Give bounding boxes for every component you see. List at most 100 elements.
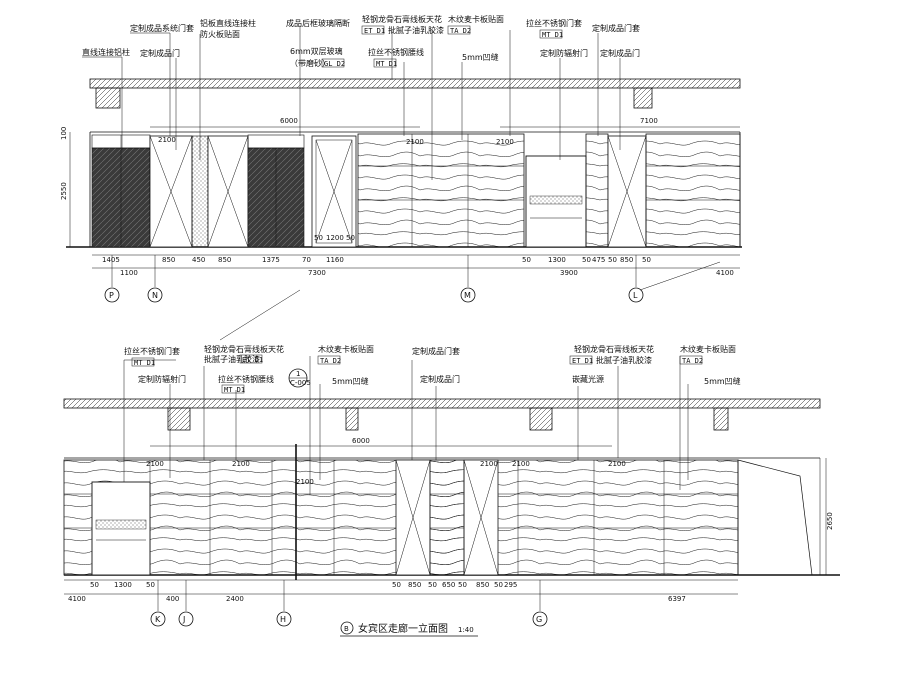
code-ta: TA D2 [450,27,471,35]
svg-text:1300: 1300 [548,256,566,264]
label-groove-b2: 5mm凹缝 [704,376,741,386]
label-shield-door: 定制防辐射门 [540,48,588,58]
svg-text:6397: 6397 [668,595,686,603]
label-waistline: 拉丝不锈钢腰线 [368,47,424,57]
label-latex-paint: 批腻子油乳胶漆 [388,25,444,35]
svg-text:3900: 3900 [560,269,578,277]
label-groove: 5mm凹缝 [462,52,499,62]
label-door: 定制成品门 [140,48,180,58]
svg-text:50: 50 [642,256,651,264]
code-mt: MT D1 [542,31,563,39]
section-sheet: C-005 [290,379,311,387]
svg-text:295: 295 [504,581,517,589]
svg-text:475: 475 [592,256,605,264]
label-latex-b: 批腻子油乳胶漆 [204,354,260,364]
dim-small: 2100 [232,460,250,468]
label-frosted: （带磨砂） [290,58,330,68]
dim-small: 2100 [608,460,626,468]
title-circle: B [344,625,349,633]
code-et-b2: ET D1 [572,357,593,365]
code-et-b: ET D1 [242,356,263,364]
panel-joints [149,460,665,575]
code-mt-2: MT D1 [376,60,397,68]
label-connector: 直线连接铝柱 [82,47,130,57]
wood-panel-wall [645,133,741,248]
label-shield-door-b: 定制防辐射门 [138,374,186,384]
axis-h: H [280,615,286,624]
svg-text:50: 50 [392,581,401,589]
label-waistline-b: 拉丝不锈钢腰线 [218,374,274,384]
svg-text:1100: 1100 [120,269,138,277]
label-door-frame: 定制成品系统门套 [130,23,194,33]
dim-small: 2100 [406,138,424,146]
dim-small: 50 [314,234,323,242]
code-et: ET D1 [364,27,385,35]
svg-text:1160: 1160 [326,256,344,264]
svg-text:450: 450 [192,256,205,264]
label-ceiling-b2: 轻钢龙骨石膏线板天花 [574,344,654,354]
wood-panel-wall [585,133,609,248]
wood-panel-wall [357,133,525,248]
axis-l: L [633,291,638,300]
svg-text:1405: 1405 [102,256,120,264]
label-steel-frame: 拉丝不锈钢门套 [526,18,582,28]
code-mt-b: MT D1 [134,359,155,367]
svg-text:2400: 2400 [226,595,244,603]
svg-text:50: 50 [146,581,155,589]
drawing-title: B 女宾区走廊一立面图 1:40 [340,621,478,637]
label-latex-b2: 批腻子油乳胶漆 [596,355,652,365]
dim-small: 2100 [512,460,530,468]
svg-text:50: 50 [608,256,617,264]
code-mt-b2: MT D1 [224,386,245,394]
svg-text:850: 850 [476,581,489,589]
axis-p: P [109,291,114,300]
section-number: 1 [296,370,300,378]
dim-right: 2650 [826,512,834,530]
label-hidden-light: 嵌藏光源 [572,374,604,384]
dim-left-1: 100 [60,127,68,140]
label-door-b: 定制成品门 [420,374,460,384]
svg-text:1300: 1300 [114,581,132,589]
svg-text:850: 850 [408,581,421,589]
bottom-ceiling-slab [63,398,821,409]
dim-small: 2100 [296,478,314,486]
label-door-2: 定制成品门 [600,48,640,58]
dim-small: 1200 [326,234,344,242]
dim-left-2: 2550 [60,182,68,200]
label-door-frame-b: 定制成品门套 [412,346,460,356]
title-scale: 1:40 [458,626,474,634]
svg-text:400: 400 [166,595,179,603]
bottom-beam [713,407,729,431]
dim-small: 2100 [158,136,176,144]
dim-upper-b: 6000 [352,437,370,445]
label-steel-frame-b: 拉丝不锈钢门套 [124,346,180,356]
axis-k: K [155,615,161,624]
svg-text:4100: 4100 [716,269,734,277]
dims-bottom-row: 1405 850 450 850 1375 70 1160 50 1300 50… [102,256,651,264]
dim-small: 50 [346,234,355,242]
label-groove-b: 5mm凹缝 [332,376,369,386]
dim-upper-2: 7100 [640,117,658,125]
axis-m: M [464,291,471,300]
label-ceiling-b: 轻钢龙骨石膏线板天花 [204,344,284,354]
bottom-beam [345,407,359,431]
dims-bottom-row-b: 50 1300 50 50 850 50 650 50 850 50 295 [90,581,517,589]
axis-j: J [182,615,185,624]
axis-markers: P N M L [104,255,644,303]
svg-text:50: 50 [494,581,503,589]
dim-small: 2100 [480,460,498,468]
svg-text:70: 70 [302,256,311,264]
end-wall-perspective [737,459,813,576]
label-fireproof-board: 防火板贴面 [200,29,240,39]
code-gl: GL D2 [324,60,345,68]
label-wood-b2: 木纹麦卡板贴面 [680,344,736,354]
top-elevation: 定制成品系统门套 铝板直线连接柱 防火板贴面 成品后框玻璃隔断 轻钢龙骨石膏线板… [60,14,742,303]
dims-total-row: 1100 7300 3900 4100 [120,269,734,277]
axis-markers-b: K J H G [150,580,548,627]
bottom-beam [529,407,553,431]
bottom-beam [167,407,191,431]
top-beam [95,87,121,109]
svg-text:650: 650 [442,581,455,589]
label-wood-b: 木纹麦卡板贴面 [318,344,374,354]
